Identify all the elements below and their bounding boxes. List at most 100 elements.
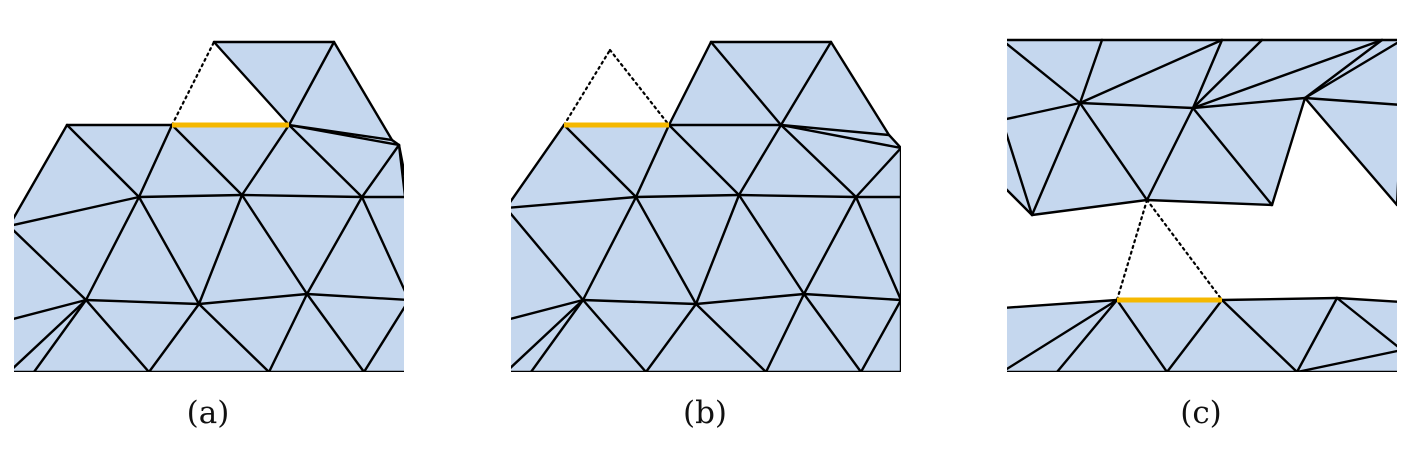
panel-b-triangle-26	[804, 294, 901, 372]
panel-a-mesh-edge	[305, 292, 366, 372]
panel-a-mesh-edge	[14, 298, 88, 320]
panel-c-mesh-edge	[1335, 296, 1397, 348]
panel-c-mesh-edge	[1270, 96, 1307, 207]
panel-a-mesh-edge	[362, 305, 404, 372]
panel-c-triangle-24	[1297, 351, 1397, 372]
panel-a-triangle-26	[289, 42, 392, 140]
panel-b-triangle-1	[669, 42, 781, 125]
panel-b-mesh-edge	[859, 298, 901, 372]
panel-b-mesh-edge	[634, 123, 671, 199]
panel-c-mesh-edge	[1295, 296, 1339, 372]
panel-b-triangle-0	[711, 42, 831, 125]
panel-c-mesh-edge	[1191, 38, 1224, 110]
panel-a-triangle-22	[269, 294, 364, 372]
panel-b-triangle-15	[739, 195, 856, 294]
panel-c-mesh-edge	[1078, 38, 1224, 105]
panel-a-mesh-edge	[360, 143, 401, 199]
panel-a-mesh-edge	[65, 123, 141, 199]
panel-a-mesh-edge	[397, 143, 404, 198]
panel-c-mesh-edge	[1078, 101, 1195, 110]
panel-a-mesh-edge	[287, 123, 364, 199]
panel-c-triangle-21	[1222, 298, 1337, 372]
panel-a-mesh-edge	[84, 195, 141, 302]
panel-b-mesh-edge	[802, 195, 858, 296]
panel-b-mesh-edge	[529, 298, 585, 372]
panel-b-mesh-edge	[511, 123, 566, 203]
panel-c-triangle-1	[1007, 44, 1080, 119]
panel-a-caption: (a)	[186, 395, 230, 431]
panel-b-mesh-edge	[737, 193, 858, 199]
panel-a-mesh-edge	[240, 123, 291, 197]
panel-c-mesh-edge	[1078, 38, 1104, 105]
panel-c-mesh-edge	[1007, 188, 1034, 217]
panel-c-triangle-13	[1147, 108, 1272, 205]
panel-a-triangle-0	[14, 125, 139, 225]
panel-b-mesh-edge	[764, 292, 806, 372]
panel-b-mesh-edge	[694, 302, 768, 372]
panel-b-candidate-edge	[562, 48, 612, 127]
panel-b-mesh-edge	[709, 40, 783, 127]
panel-a-triangle-4	[242, 125, 362, 197]
panel-a-mesh-edge	[305, 292, 404, 301]
panel-a-mesh-edge	[147, 302, 201, 372]
panel-a-mesh-edge	[14, 195, 141, 227]
panel-a-mesh-edge	[287, 40, 336, 127]
panel-b-triangle-24	[696, 294, 804, 372]
panel-c-mesh	[1007, 38, 1397, 372]
panel-c-mesh-edge	[1303, 41, 1397, 100]
panel-a-mesh-edge	[14, 298, 88, 369]
panel-c-triangle-9	[1007, 103, 1080, 215]
panel-c-triangle-18	[1057, 300, 1167, 372]
panel-b-mesh-edge	[737, 193, 806, 296]
panel-b-mesh-edge	[581, 298, 698, 306]
panel-a-candidate-edge	[170, 40, 216, 127]
panel-a-mesh-edge	[84, 298, 151, 372]
panel-b-mesh-edge	[779, 123, 901, 150]
panel-c-mesh-edge	[1007, 298, 1119, 309]
panel-a-triangle-9	[14, 230, 86, 319]
panel-b-mesh-edge	[829, 40, 891, 137]
panel-b-triangle-5	[564, 125, 669, 197]
panel-b-triangle-25	[766, 294, 861, 372]
panel-b-triangle-2	[781, 42, 889, 135]
panel-a-triangle-13	[199, 195, 307, 304]
panel-a-mesh	[14, 40, 404, 372]
panel-b-triangle-8	[739, 125, 856, 197]
panel-b-mesh-edge	[562, 123, 638, 199]
panel-b-triangle-14	[583, 197, 696, 304]
panel-b-mesh-edge	[802, 292, 863, 372]
panel-b-mesh-edge	[737, 123, 783, 197]
panel-c-mesh-edge	[1007, 298, 1119, 371]
panel-a-mesh-edge	[197, 193, 244, 306]
panel-b-mesh-edge	[511, 298, 585, 369]
panel-a-mesh-edge	[267, 292, 309, 372]
panel-c-caption: (c)	[1180, 395, 1222, 431]
panel-a-triangle-21	[199, 294, 307, 372]
panel-a-triangle-15	[307, 197, 404, 300]
panel-a-mesh-edge	[32, 298, 88, 372]
panel-a-triangle-5	[289, 125, 399, 197]
panel-b-mesh-edge	[667, 40, 713, 127]
panel-a-triangle-19	[86, 300, 199, 372]
panel-c-candidate-edge	[1145, 198, 1224, 302]
panel-a-mesh-edge	[360, 195, 404, 292]
panel-c-mesh-edge	[1295, 349, 1397, 372]
panel-b-mesh-edge	[667, 123, 741, 197]
panel-a-triangle-11	[86, 197, 199, 304]
panel-a-triangle-23	[307, 294, 404, 372]
panel-a-mesh-edge	[305, 195, 364, 296]
panel-b-triangle-23	[646, 304, 766, 372]
panel-a-triangle-20	[149, 304, 269, 372]
panel-c-mesh-edge	[1115, 298, 1169, 372]
panel-c-mesh-edge	[1220, 296, 1339, 302]
panel-a-mesh-edge	[197, 292, 309, 306]
panel-b-mesh-edge	[581, 195, 638, 302]
panel-c-mesh-edge	[1145, 198, 1274, 207]
panel-a-triangle-18	[34, 300, 149, 372]
panel-a-mesh-edge	[197, 302, 271, 372]
panel-c-triangle-23	[1297, 298, 1397, 372]
panel-b-mesh-edge	[511, 298, 585, 320]
panel-a-mesh-edge	[84, 298, 201, 306]
panel-a-mesh-edge	[137, 195, 201, 306]
panel-a-mesh-edge	[14, 229, 88, 302]
